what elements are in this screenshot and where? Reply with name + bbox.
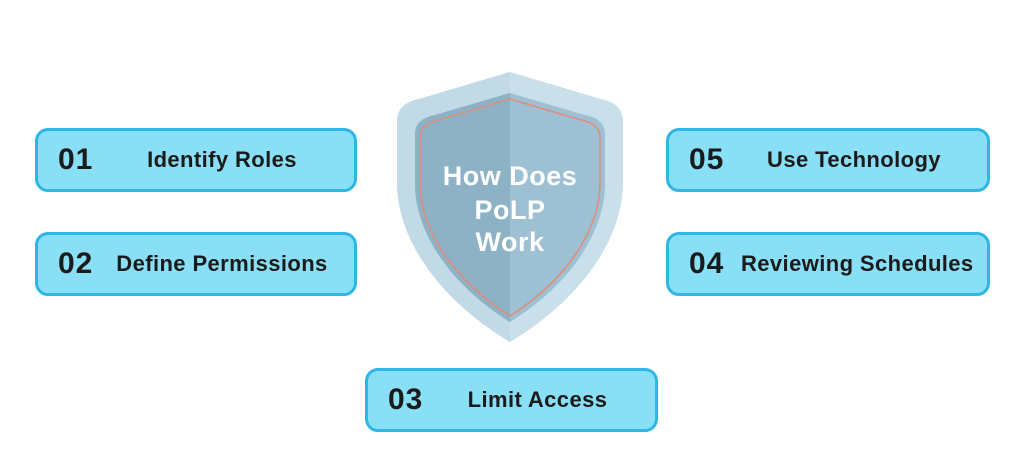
- shield-icon: How Does PoLP Work: [389, 70, 631, 346]
- step-box-use-technology: 05 Use Technology: [666, 128, 990, 192]
- step-label: Identify Roles: [147, 147, 297, 172]
- shield-svg: How Does PoLP Work: [397, 72, 623, 342]
- step-number: 04: [689, 247, 725, 280]
- step-number: 05: [689, 143, 725, 176]
- step-label: Use Technology: [767, 147, 941, 172]
- shield-title-line-3: Work: [475, 227, 544, 257]
- shield-title-line-1: How Does: [443, 161, 578, 191]
- step-label: Reviewing Schedules: [741, 251, 974, 276]
- step-number: 02: [58, 247, 94, 280]
- shield-title-line-2: PoLP: [474, 195, 545, 225]
- shield-inner-left-shade: [415, 93, 510, 322]
- step-number: 01: [58, 143, 94, 176]
- shield-accent-outline: [419, 98, 601, 317]
- step-label: Limit Access: [467, 387, 608, 412]
- step-number: 03: [388, 383, 424, 416]
- step-label: Define Permissions: [116, 251, 328, 276]
- step-box-reviewing-schedules: 04 Reviewing Schedules: [666, 232, 990, 296]
- step-box-limit-access: 03 Limit Access: [365, 368, 658, 432]
- step-box-define-permissions: 02 Define Permissions: [35, 232, 357, 296]
- step-box-identify-roles: 01 Identify Roles: [35, 128, 357, 192]
